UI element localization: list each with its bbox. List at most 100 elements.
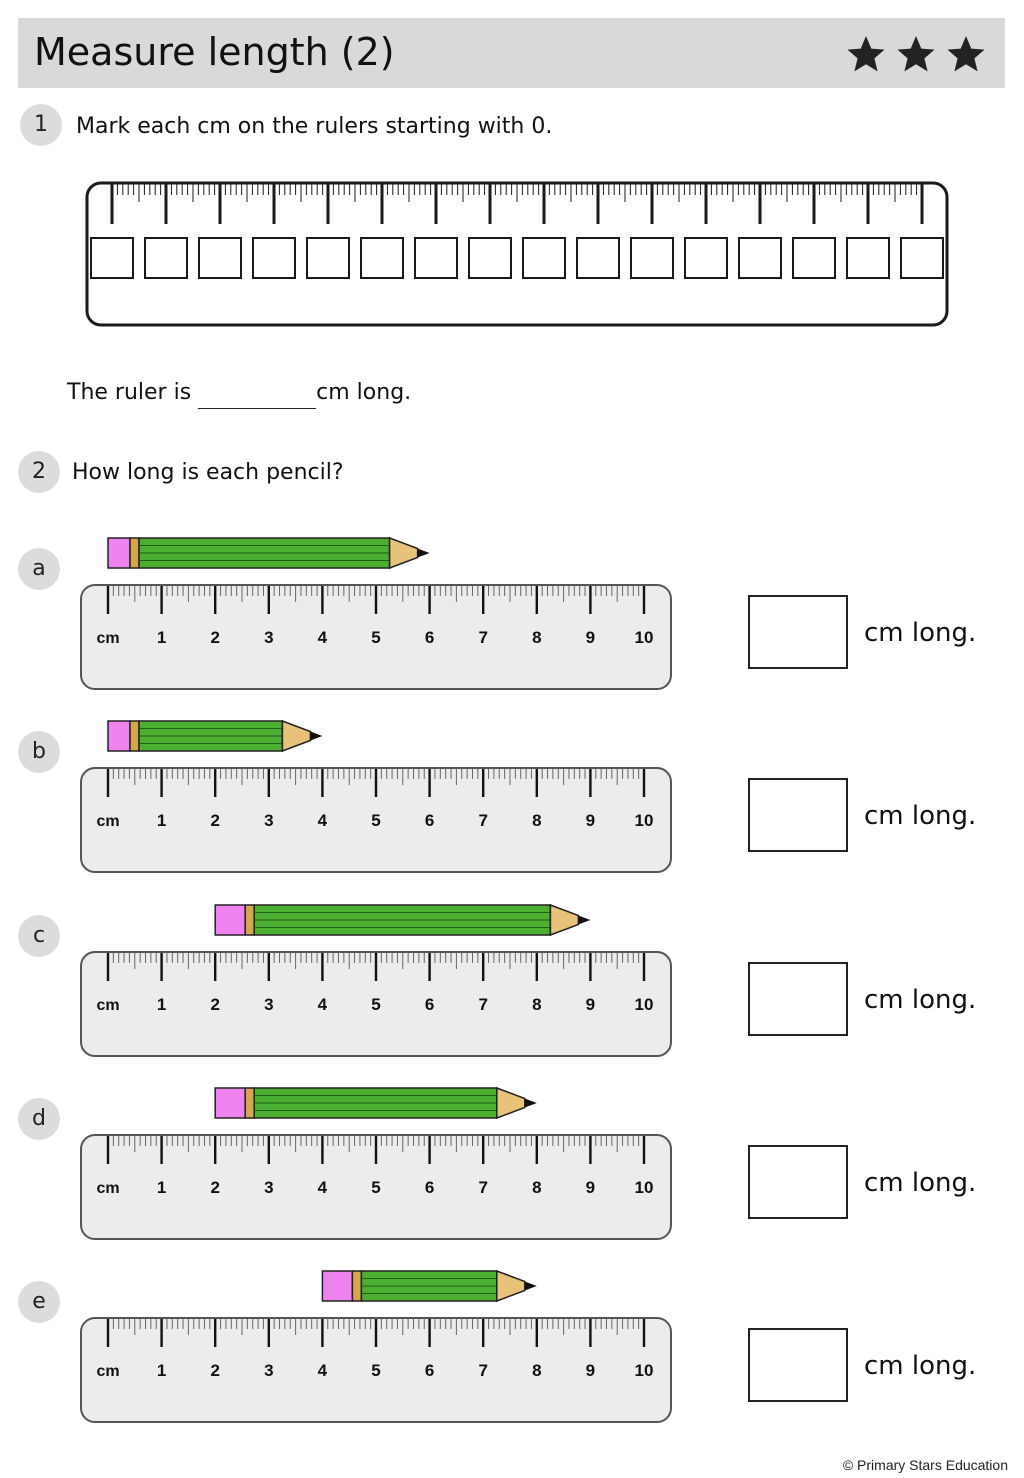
ruler-label-box[interactable] bbox=[90, 237, 134, 279]
ruler-tick-label: 9 bbox=[586, 995, 595, 1014]
ruler-label-box[interactable] bbox=[414, 237, 458, 279]
pencil-wood bbox=[388, 536, 419, 570]
ruler-label-box[interactable] bbox=[900, 237, 944, 279]
ruler-tick-label: 7 bbox=[478, 811, 487, 830]
pencil bbox=[107, 536, 430, 570]
ruler-tick-label: 1 bbox=[157, 628, 166, 647]
ruler-tick-label: 9 bbox=[586, 811, 595, 830]
ruler-tick-label: 10 bbox=[635, 811, 654, 830]
star-icon bbox=[947, 36, 985, 72]
sentence-before: The ruler is bbox=[67, 380, 199, 405]
ruler-ticks bbox=[110, 184, 924, 224]
ruler-label-box[interactable] bbox=[198, 237, 242, 279]
answer-unit-label: cm long. bbox=[864, 1168, 977, 1198]
ruler-tick-label: 9 bbox=[586, 1178, 595, 1197]
ruler-label-box[interactable] bbox=[846, 237, 890, 279]
ruler-label-box[interactable] bbox=[792, 237, 836, 279]
pencil-eraser bbox=[214, 1087, 246, 1119]
ruler-tick-label: 5 bbox=[371, 995, 380, 1014]
ruler-label-box[interactable] bbox=[306, 237, 350, 279]
ruler-tick-label: 1 bbox=[157, 1178, 166, 1197]
ruler-tick-label: 7 bbox=[478, 1178, 487, 1197]
answer-box-e[interactable] bbox=[748, 1328, 848, 1402]
ruler-tick-label: 2 bbox=[210, 628, 219, 647]
difficulty-stars bbox=[845, 33, 987, 75]
question-number-1: 1 bbox=[20, 104, 62, 146]
ruler-label-box[interactable] bbox=[738, 237, 782, 279]
ruler-tick-label: 5 bbox=[371, 1178, 380, 1197]
ruler-label-box[interactable] bbox=[360, 237, 404, 279]
header-bar: Measure length (2) bbox=[18, 18, 1005, 88]
page-title: Measure length (2) bbox=[34, 30, 395, 74]
copyright: © Primary Stars Education bbox=[842, 1457, 1008, 1473]
ruler-tick-label: 5 bbox=[371, 811, 380, 830]
ruler-label-box[interactable] bbox=[684, 237, 728, 279]
answer-unit-label: cm long. bbox=[864, 801, 977, 831]
question-1-prompt: Mark each cm on the rulers starting with… bbox=[76, 114, 553, 139]
ruler-length-blank[interactable] bbox=[198, 378, 317, 409]
ruler-label-box[interactable] bbox=[522, 237, 566, 279]
ruler-tick-label: 3 bbox=[264, 811, 273, 830]
question-letter-b: b bbox=[18, 731, 60, 773]
ruler-tick-label: 6 bbox=[425, 995, 434, 1014]
ruler-tick-label: 10 bbox=[635, 1178, 654, 1197]
ruler-tick-label: 4 bbox=[318, 811, 328, 830]
star-icon bbox=[897, 36, 935, 72]
answer-box-b[interactable] bbox=[748, 778, 848, 852]
ruler-tick-label: 9 bbox=[586, 1361, 595, 1380]
answer-box-a[interactable] bbox=[748, 595, 848, 669]
ruler-tick-label: 1 bbox=[157, 1361, 166, 1380]
ruler-tick-label: 2 bbox=[210, 1361, 219, 1380]
pencil-lead bbox=[417, 548, 430, 558]
pencil-eraser bbox=[107, 537, 131, 569]
question-letter-c: c bbox=[18, 915, 60, 957]
ruler-tick-label: 9 bbox=[586, 628, 595, 647]
ruler-length-sentence: The ruler is cm long. bbox=[67, 378, 411, 409]
pencil-lead bbox=[578, 915, 591, 925]
pencil-band bbox=[129, 537, 140, 569]
question-number-2: 2 bbox=[18, 451, 60, 493]
pencil bbox=[214, 1086, 537, 1120]
ruler-ticks bbox=[106, 1136, 646, 1164]
ruler-tick-label: 4 bbox=[318, 995, 328, 1014]
ruler-body bbox=[80, 767, 672, 873]
ruler-label-box[interactable] bbox=[144, 237, 188, 279]
answer-box-d[interactable] bbox=[748, 1145, 848, 1219]
answer-unit-label: cm long. bbox=[864, 1351, 977, 1381]
ruler-label-box[interactable] bbox=[576, 237, 620, 279]
ruler-tick-label: 2 bbox=[210, 1178, 219, 1197]
sentence-after: cm long. bbox=[316, 380, 412, 405]
ruler-tick-label: 3 bbox=[264, 1178, 273, 1197]
ruler-unit-label: cm bbox=[96, 630, 119, 647]
ruler-body bbox=[80, 1134, 672, 1240]
answer-box-c[interactable] bbox=[748, 962, 848, 1036]
ruler-label-box[interactable] bbox=[630, 237, 674, 279]
ruler-tick-label: 7 bbox=[478, 1361, 487, 1380]
ruler-tick-label: 6 bbox=[425, 811, 434, 830]
ruler-label-box[interactable] bbox=[468, 237, 512, 279]
pencil-eraser bbox=[107, 720, 131, 752]
ruler-unit-label: cm bbox=[96, 997, 119, 1014]
question-letter-d: d bbox=[18, 1098, 60, 1140]
question-2-prompt: How long is each pencil? bbox=[72, 460, 344, 485]
ruler-tick-label: 10 bbox=[635, 1361, 654, 1380]
answer-unit-label: cm long. bbox=[864, 618, 977, 648]
answer-unit-label: cm long. bbox=[864, 985, 977, 1015]
ruler-label-box[interactable] bbox=[252, 237, 296, 279]
ruler-tick-label: 6 bbox=[425, 628, 434, 647]
pencil bbox=[107, 719, 323, 753]
pencil-lead bbox=[524, 1281, 537, 1291]
ruler-tick-label: 2 bbox=[210, 995, 219, 1014]
ruler-tick-label: 8 bbox=[532, 811, 541, 830]
blank-ruler bbox=[85, 181, 949, 327]
pencil-lead bbox=[524, 1098, 537, 1108]
ruler-tick-label: 8 bbox=[532, 1361, 541, 1380]
pencil-band bbox=[244, 904, 255, 936]
ruler-tick-label: 10 bbox=[635, 995, 654, 1014]
pencil-eraser bbox=[321, 1270, 354, 1302]
question-letter-e: e bbox=[18, 1281, 60, 1323]
